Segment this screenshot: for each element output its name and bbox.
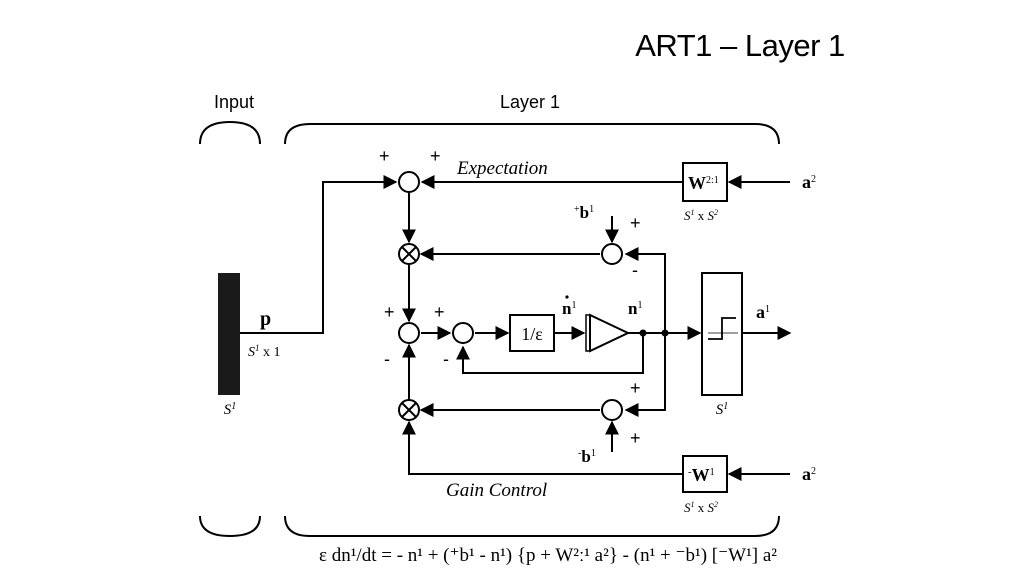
a2-top-label: a2 [802,172,816,192]
expectation-summer [398,171,420,193]
input-vector-block [218,273,240,395]
w21-dim: S1 x S2 [684,208,718,223]
layer-brace-bottom [284,515,780,537]
minus-bplus: - [632,260,638,280]
w1-dim: S1 x S2 [684,500,718,515]
plus-bminus-top: + [630,378,641,398]
feedback-junction [661,329,669,337]
feedback-bottom [624,333,666,417]
layer1-equation: ε dn¹/dt = - n¹ + (⁺b¹ - n¹) {p + W²ː¹ a… [319,545,777,566]
bplus-label: +b1 [574,203,594,222]
ndot-label: n1 [562,299,576,318]
p-label: p [260,308,271,330]
inv-eps-box [509,314,555,352]
p-dim-label: S1 x 1 [248,343,281,360]
n1-label: n1 [628,299,642,318]
w21-label: W2:1 [688,173,719,193]
slide-title: ART1 – Layer 1 [635,28,845,63]
plus-sum-right: + [434,302,445,322]
inv-eps-label: 1/ε [521,324,543,344]
input-label: Input [214,92,254,112]
a2-bottom-label: a2 [802,464,816,484]
bplus-summer [601,243,623,265]
feedback-top [624,247,666,333]
hardlim-symbol [708,317,736,340]
minus-sum-bottom: - [384,349,390,369]
bminus-label: -b1 [578,447,596,466]
input-dim-label: S1 [224,401,237,418]
p-line [240,175,398,334]
w21-box [682,162,728,202]
w1-box [682,455,728,493]
plus-exp-left: + [379,146,390,166]
plus-sum-top: + [384,302,395,322]
second-summer [452,322,474,344]
main-summer [398,322,420,344]
self-feedback [456,333,644,374]
layer-brace-top [284,123,780,145]
multiplier-top-x [401,246,417,262]
layer1-label: Layer 1 [500,92,560,112]
integrator-triangle [589,313,631,353]
plus-bminus-bottom: + [630,428,641,448]
expectation-label: Expectation [456,158,548,179]
a1-label: a1 [756,302,770,322]
gain-control-label: Gain Control [446,480,547,501]
w1-label: -W1 [688,465,715,485]
gain-control-line [402,420,683,475]
plus-bplus: + [630,213,641,233]
minus-second: - [443,349,449,369]
input-brace-top [199,120,261,145]
hardlim-dim: S1 [716,401,729,418]
plus-exp-right: + [430,146,441,166]
multiplier-bottom-x [401,402,417,418]
ndot-dot [565,295,569,299]
bminus-summer [601,399,623,421]
input-brace-bottom [199,515,261,538]
